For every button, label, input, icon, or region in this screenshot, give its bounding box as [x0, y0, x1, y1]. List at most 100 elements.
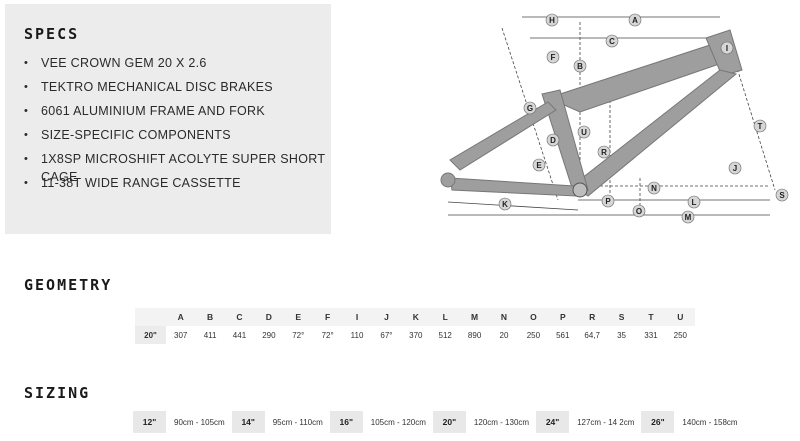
sizing-entry: 24" 127cm - 14 2cm — [536, 411, 641, 433]
dimension-label: T — [758, 122, 763, 131]
column-header: J — [371, 308, 402, 326]
geometry-title: GEOMETRY — [24, 276, 113, 294]
column-header: L — [430, 308, 460, 326]
sizing-entry: 14"95cm - 110cm — [231, 411, 330, 433]
label-badge — [720, 41, 734, 55]
column-header: P — [548, 308, 578, 326]
dim-line-t — [732, 54, 776, 191]
label-badge — [753, 119, 767, 133]
geometry-corner-cell — [135, 308, 166, 326]
dimension-label: S — [779, 191, 785, 200]
column-header: M — [459, 308, 490, 326]
specs-list: •VEE CROWN GEM 20 X 2.6 •TEKTRO MECHANIC… — [24, 54, 331, 198]
spec-text: SIZE-SPECIFIC COMPONENTS — [41, 128, 231, 142]
specs-title: SPECS — [24, 25, 80, 43]
rear-dropout — [440, 172, 456, 188]
spec-text: 1X8SP MICROSHIFT ACOLYTE SUPER SHORT CAG… — [41, 152, 326, 184]
column-header: O — [518, 308, 549, 326]
label-badge — [577, 125, 591, 139]
label-badge — [498, 197, 512, 211]
height-range: 140cm - 158cm — [682, 417, 738, 427]
label-badge — [573, 59, 587, 73]
column-header: D — [254, 308, 284, 326]
spec-text: VEE CROWN GEM 20 X 2.6 — [41, 56, 207, 70]
table-cell: 72° — [321, 330, 334, 340]
table-cell: 67° — [380, 330, 393, 340]
column-header: K — [401, 308, 431, 326]
height-range: 90cm - 105cm — [174, 417, 225, 427]
dimension-label: K — [502, 200, 508, 209]
table-cell: 512 — [438, 330, 452, 340]
label-badge — [532, 158, 546, 172]
table-cell: 290 — [262, 330, 276, 340]
label-badge — [601, 194, 615, 208]
spec-item: •11-38T WIDE RANGE CASSETTE — [24, 174, 331, 198]
column-header: B — [195, 308, 225, 326]
seat-stay — [449, 101, 557, 171]
label-badge — [687, 195, 701, 209]
size-cell: 20" — [135, 326, 166, 344]
dimension-label: A — [632, 16, 638, 25]
table-cell: 250 — [673, 330, 688, 340]
label-badge — [681, 210, 695, 224]
dimension-label: N — [651, 184, 657, 193]
column-header: R — [577, 308, 607, 326]
seat-tube — [541, 89, 589, 195]
column-header: T — [636, 308, 666, 326]
column-header: U — [665, 308, 696, 326]
dimension-label: O — [636, 207, 642, 216]
dimension-label: P — [605, 197, 611, 206]
table-cell: 307 — [174, 330, 188, 340]
dimension-label: C — [609, 37, 615, 46]
bullet: • — [24, 129, 29, 141]
spec-item: • 6061 ALUMINIUM FRAME AND FORK — [24, 102, 331, 126]
label-badge — [628, 13, 642, 27]
label-badge — [632, 204, 646, 218]
dimension-label: J — [733, 164, 737, 173]
dimension-label: E — [536, 161, 542, 170]
bullet: • — [24, 105, 29, 117]
dimension-label: M — [685, 213, 692, 222]
bottom-bracket — [572, 182, 588, 198]
chain-stay — [449, 177, 577, 197]
specs-panel: SPECS •VEE CROWN GEM 20 X 2.6 •TEKTRO ME… — [5, 4, 331, 234]
dimension-label: I — [726, 44, 728, 53]
height-range: 127cm - 14 2cm — [577, 417, 635, 427]
spec-item: •VEE CROWN GEM 20 X 2.6 — [24, 54, 331, 78]
spec-item: •TEKTRO MECHANICAL DISC BRAKES — [24, 78, 331, 102]
label-badge — [775, 188, 789, 202]
table-cell: 561 — [556, 330, 570, 340]
spec-item: • SIZE-SPECIFIC COMPONENTS — [24, 126, 331, 150]
label-badge — [545, 13, 559, 27]
table-cell: 110 — [350, 330, 364, 340]
dimension-label: H — [549, 16, 555, 25]
dimension-label: L — [692, 198, 697, 207]
table-cell: 890 — [467, 330, 482, 340]
label-badge — [546, 133, 560, 147]
table-cell: 441 — [232, 330, 247, 340]
spec-item: •1X8SP MICROSHIFT ACOLYTE SUPER SHORT CA… — [24, 150, 331, 184]
height-range: 105cm - 120cm — [370, 417, 426, 427]
label-badge — [605, 34, 619, 48]
size-label: 20" — [432, 411, 466, 433]
table-cell: 370 — [409, 330, 423, 340]
column-header: A — [166, 308, 196, 326]
size-label: 14" — [231, 411, 265, 433]
sizing-entry: 12"90cm - 105cm — [133, 411, 232, 433]
table-cell: 331 — [644, 330, 658, 340]
down-tube — [571, 69, 738, 197]
size-label: 24" — [536, 411, 570, 433]
column-header: E — [283, 308, 313, 326]
table-cell: 411 — [203, 330, 217, 340]
spec-text: 6061 ALUMINIUM FRAME AND FORK — [41, 104, 266, 118]
column-header: C — [224, 308, 255, 326]
dim-line-k — [447, 201, 579, 211]
bullet: • — [24, 177, 29, 189]
label-badge — [546, 50, 560, 64]
dimension-label: G — [527, 104, 533, 113]
